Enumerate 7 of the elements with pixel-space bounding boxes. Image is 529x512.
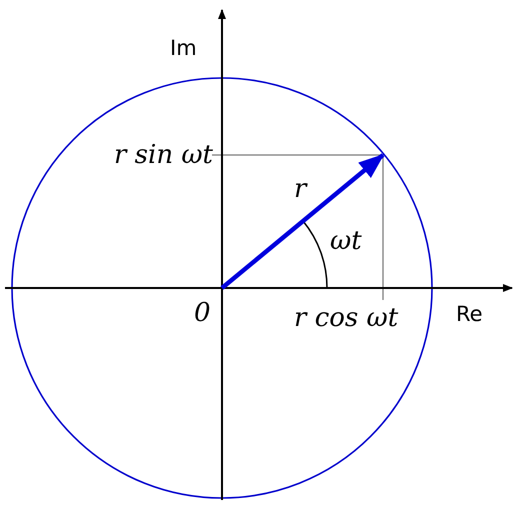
angle-label: ωt — [330, 228, 362, 254]
vector-label: r — [294, 176, 306, 202]
projection-label: r sin ωt — [114, 142, 213, 168]
origin-label: 0 — [194, 300, 211, 326]
projection-label: r cos ωt — [294, 305, 398, 331]
axis-label: Re — [456, 304, 483, 325]
axis-label: Im — [170, 38, 197, 59]
